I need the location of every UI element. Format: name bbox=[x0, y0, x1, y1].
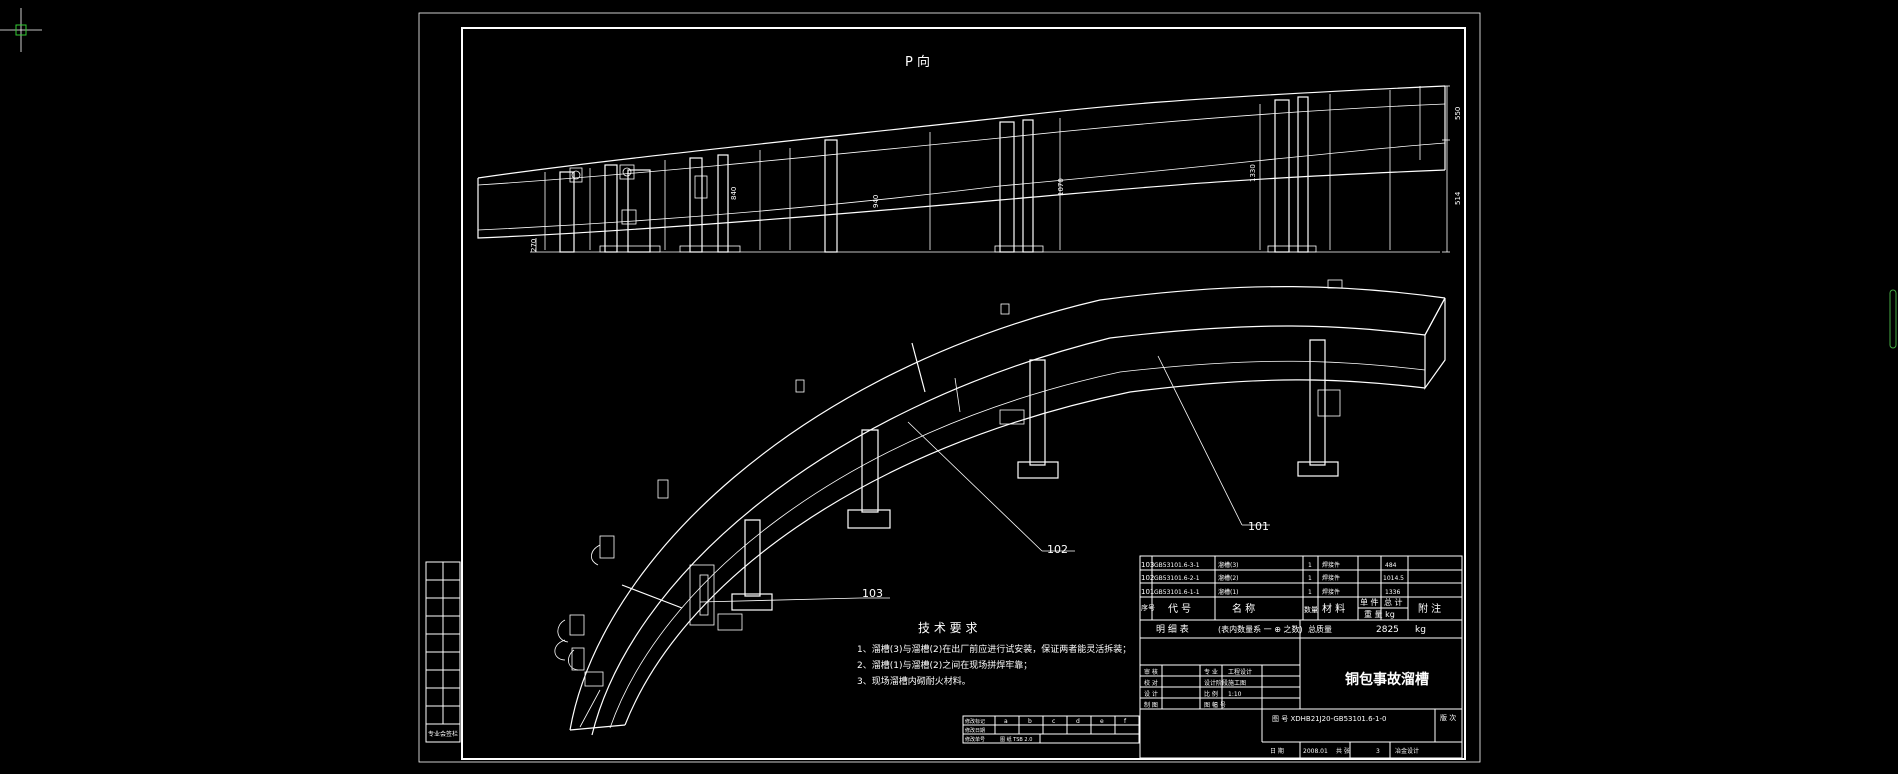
svg-text:kg: kg bbox=[1415, 625, 1426, 635]
svg-text:1336: 1336 bbox=[1385, 589, 1400, 596]
svg-text:溜槽(3): 溜槽(3) bbox=[1218, 561, 1239, 569]
callout-103: 103 bbox=[862, 587, 883, 600]
svg-text:2008.01: 2008.01 bbox=[1303, 748, 1328, 755]
svg-text:比 例: 比 例 bbox=[1204, 690, 1218, 698]
svg-text:专 业: 专 业 bbox=[1204, 668, 1218, 676]
svg-text:图 幅 号: 图 幅 号 bbox=[1204, 701, 1226, 709]
svg-text:GB53101.6-1-1: GB53101.6-1-1 bbox=[1154, 589, 1200, 596]
dim-1330: 1330 bbox=[1249, 164, 1257, 182]
bom-row-103: 103 GB53101.6-3-1 溜槽(3) 1 焊接件 484 bbox=[1141, 561, 1397, 569]
view-label: P 向 bbox=[905, 54, 930, 70]
tech-req-title: 技 术 要 求 bbox=[918, 621, 977, 635]
dim-270: 270 bbox=[530, 239, 538, 252]
svg-text:明 细 表: 明 细 表 bbox=[1156, 623, 1189, 635]
bom-header: 序号 代 号 名 称 数量 材 料 单 件 总 计 重 量 kg 附 注 bbox=[1141, 597, 1441, 619]
callout-101: 101 bbox=[1248, 520, 1269, 533]
svg-text:序号: 序号 bbox=[1141, 603, 1155, 612]
tech-req-item-2: 2、溜槽(1)与溜槽(2)之间在现场拼焊牢靠； bbox=[857, 659, 1032, 671]
svg-text:103: 103 bbox=[1141, 561, 1154, 569]
revision-labels: 修改标记 a b c d e f 修改日期 修改单号 图 纸 TSB 2.0 bbox=[965, 718, 1127, 743]
dim-1070: 1070 bbox=[1057, 178, 1065, 196]
elevation-view: 550 514 1330 1070 940 840 270 bbox=[477, 85, 1462, 253]
svg-text:材 料: 材 料 bbox=[1322, 602, 1345, 615]
svg-text:总质量: 总质量 bbox=[1308, 624, 1332, 634]
svg-text:2825: 2825 bbox=[1376, 625, 1399, 635]
svg-text:1:10: 1:10 bbox=[1228, 691, 1242, 698]
drawing-title: 铜包事故溜槽 bbox=[1345, 671, 1429, 688]
svg-text:102: 102 bbox=[1141, 574, 1154, 582]
drawing-number: 图 号 XDHB21J20-GB53101.6-1-0 bbox=[1272, 715, 1387, 723]
title-block-bottom: 日 期 2008.01 共 张 3 冶金设计 bbox=[1270, 747, 1419, 755]
sheet-inner-border bbox=[461, 27, 1466, 760]
svg-text:单 件: 单 件 bbox=[1360, 597, 1379, 607]
svg-text:101: 101 bbox=[1141, 588, 1154, 596]
tech-req-item-1: 1、溜槽(3)与溜槽(2)在出厂前应进行试安装，保证两者能灵活拆装； bbox=[857, 643, 1131, 655]
svg-text:名 称: 名 称 bbox=[1232, 602, 1255, 615]
svg-text:修改日期: 修改日期 bbox=[965, 727, 985, 734]
svg-text:1014.5: 1014.5 bbox=[1383, 575, 1404, 582]
svg-text:b: b bbox=[1028, 718, 1032, 725]
svg-text:数量: 数量 bbox=[1304, 605, 1318, 614]
dim-840: 840 bbox=[730, 187, 738, 200]
dim-550: 550 bbox=[1454, 107, 1462, 120]
svg-text:图 纸 TSB 2.0: 图 纸 TSB 2.0 bbox=[1000, 736, 1032, 743]
technical-requirements: 技 术 要 求 1、溜槽(3)与溜槽(2)在出厂前应进行试安装，保证两者能灵活拆… bbox=[857, 621, 1131, 687]
svg-text:GB53101.6-3-1: GB53101.6-3-1 bbox=[1154, 562, 1200, 569]
svg-text:焊接件: 焊接件 bbox=[1322, 588, 1340, 596]
svg-text:溜槽(2): 溜槽(2) bbox=[1218, 574, 1239, 582]
bom-row-102: 102 GB53101.6-2-1 溜槽(2) 1 焊接件 1014.5 bbox=[1141, 574, 1404, 582]
side-signature-column bbox=[425, 561, 461, 743]
svg-text:焊接件: 焊接件 bbox=[1322, 561, 1340, 569]
svg-text:日 期: 日 期 bbox=[1270, 747, 1284, 755]
svg-text:1: 1 bbox=[1308, 562, 1312, 569]
svg-text:484: 484 bbox=[1385, 562, 1397, 569]
svg-text:设计阶段: 设计阶段 bbox=[1204, 679, 1228, 687]
sheet-outer-border bbox=[418, 12, 1481, 763]
svg-text:附 注: 附 注 bbox=[1418, 602, 1441, 615]
svg-text:修改标记: 修改标记 bbox=[965, 718, 985, 725]
svg-text:校 对: 校 对 bbox=[1144, 679, 1158, 687]
bom-footer: 明 细 表 (表内数量系 一 ⊕ 之数) 总质量 2825 kg bbox=[1156, 623, 1426, 635]
svg-text:重 量 kg: 重 量 kg bbox=[1364, 609, 1395, 619]
crosshair-cursor-icon bbox=[0, 8, 42, 52]
svg-text:f: f bbox=[1124, 718, 1127, 725]
svg-text:c: c bbox=[1052, 718, 1055, 725]
tech-req-item-3: 3、现场溜槽内砌耐火材料。 bbox=[857, 675, 971, 687]
revision-table bbox=[962, 715, 1140, 744]
svg-text:1: 1 bbox=[1308, 589, 1312, 596]
svg-text:审 核: 审 核 bbox=[1144, 668, 1158, 676]
svg-text:冶金设计: 冶金设计 bbox=[1395, 747, 1419, 755]
svg-text:总 计: 总 计 bbox=[1384, 597, 1403, 607]
bom-table bbox=[1139, 555, 1463, 639]
bom-row-101: 101 GB53101.6-1-1 溜槽(1) 1 焊接件 1336 bbox=[1141, 588, 1400, 596]
isometric-trough-view bbox=[554, 279, 1446, 736]
svg-text:制 图: 制 图 bbox=[1144, 701, 1158, 709]
svg-text:d: d bbox=[1076, 718, 1080, 725]
svg-text:溜槽(1): 溜槽(1) bbox=[1218, 588, 1239, 596]
title-block bbox=[1139, 637, 1463, 759]
svg-text:施工图: 施工图 bbox=[1228, 679, 1246, 687]
title-block-roles: 审 核 专 业 工程设计 校 对 设计阶段 施工图 设 计 比 例 1:10 制… bbox=[1144, 668, 1252, 709]
scrollbar-handle[interactable] bbox=[1889, 289, 1897, 349]
svg-text:e: e bbox=[1100, 718, 1104, 725]
dim-940: 940 bbox=[872, 195, 880, 208]
svg-text:焊接件: 焊接件 bbox=[1322, 574, 1340, 582]
svg-text:设 计: 设 计 bbox=[1144, 690, 1158, 698]
svg-text:共 张: 共 张 bbox=[1336, 747, 1350, 755]
side-stamp-label: 专业会签栏 bbox=[428, 730, 458, 738]
svg-text:(表内数量系 一 ⊕ 之数): (表内数量系 一 ⊕ 之数) bbox=[1218, 624, 1303, 634]
svg-text:GB53101.6-2-1: GB53101.6-2-1 bbox=[1154, 575, 1200, 582]
svg-text:3: 3 bbox=[1376, 748, 1380, 755]
svg-text:修改单号: 修改单号 bbox=[965, 736, 985, 743]
callout-102: 102 bbox=[1047, 543, 1068, 556]
svg-text:a: a bbox=[1004, 718, 1008, 725]
version-label: 版 次 bbox=[1440, 713, 1456, 722]
svg-text:工程设计: 工程设计 bbox=[1228, 668, 1252, 676]
dim-514: 514 bbox=[1454, 191, 1462, 205]
svg-text:1: 1 bbox=[1308, 575, 1312, 582]
svg-text:代 号: 代 号 bbox=[1168, 603, 1191, 615]
